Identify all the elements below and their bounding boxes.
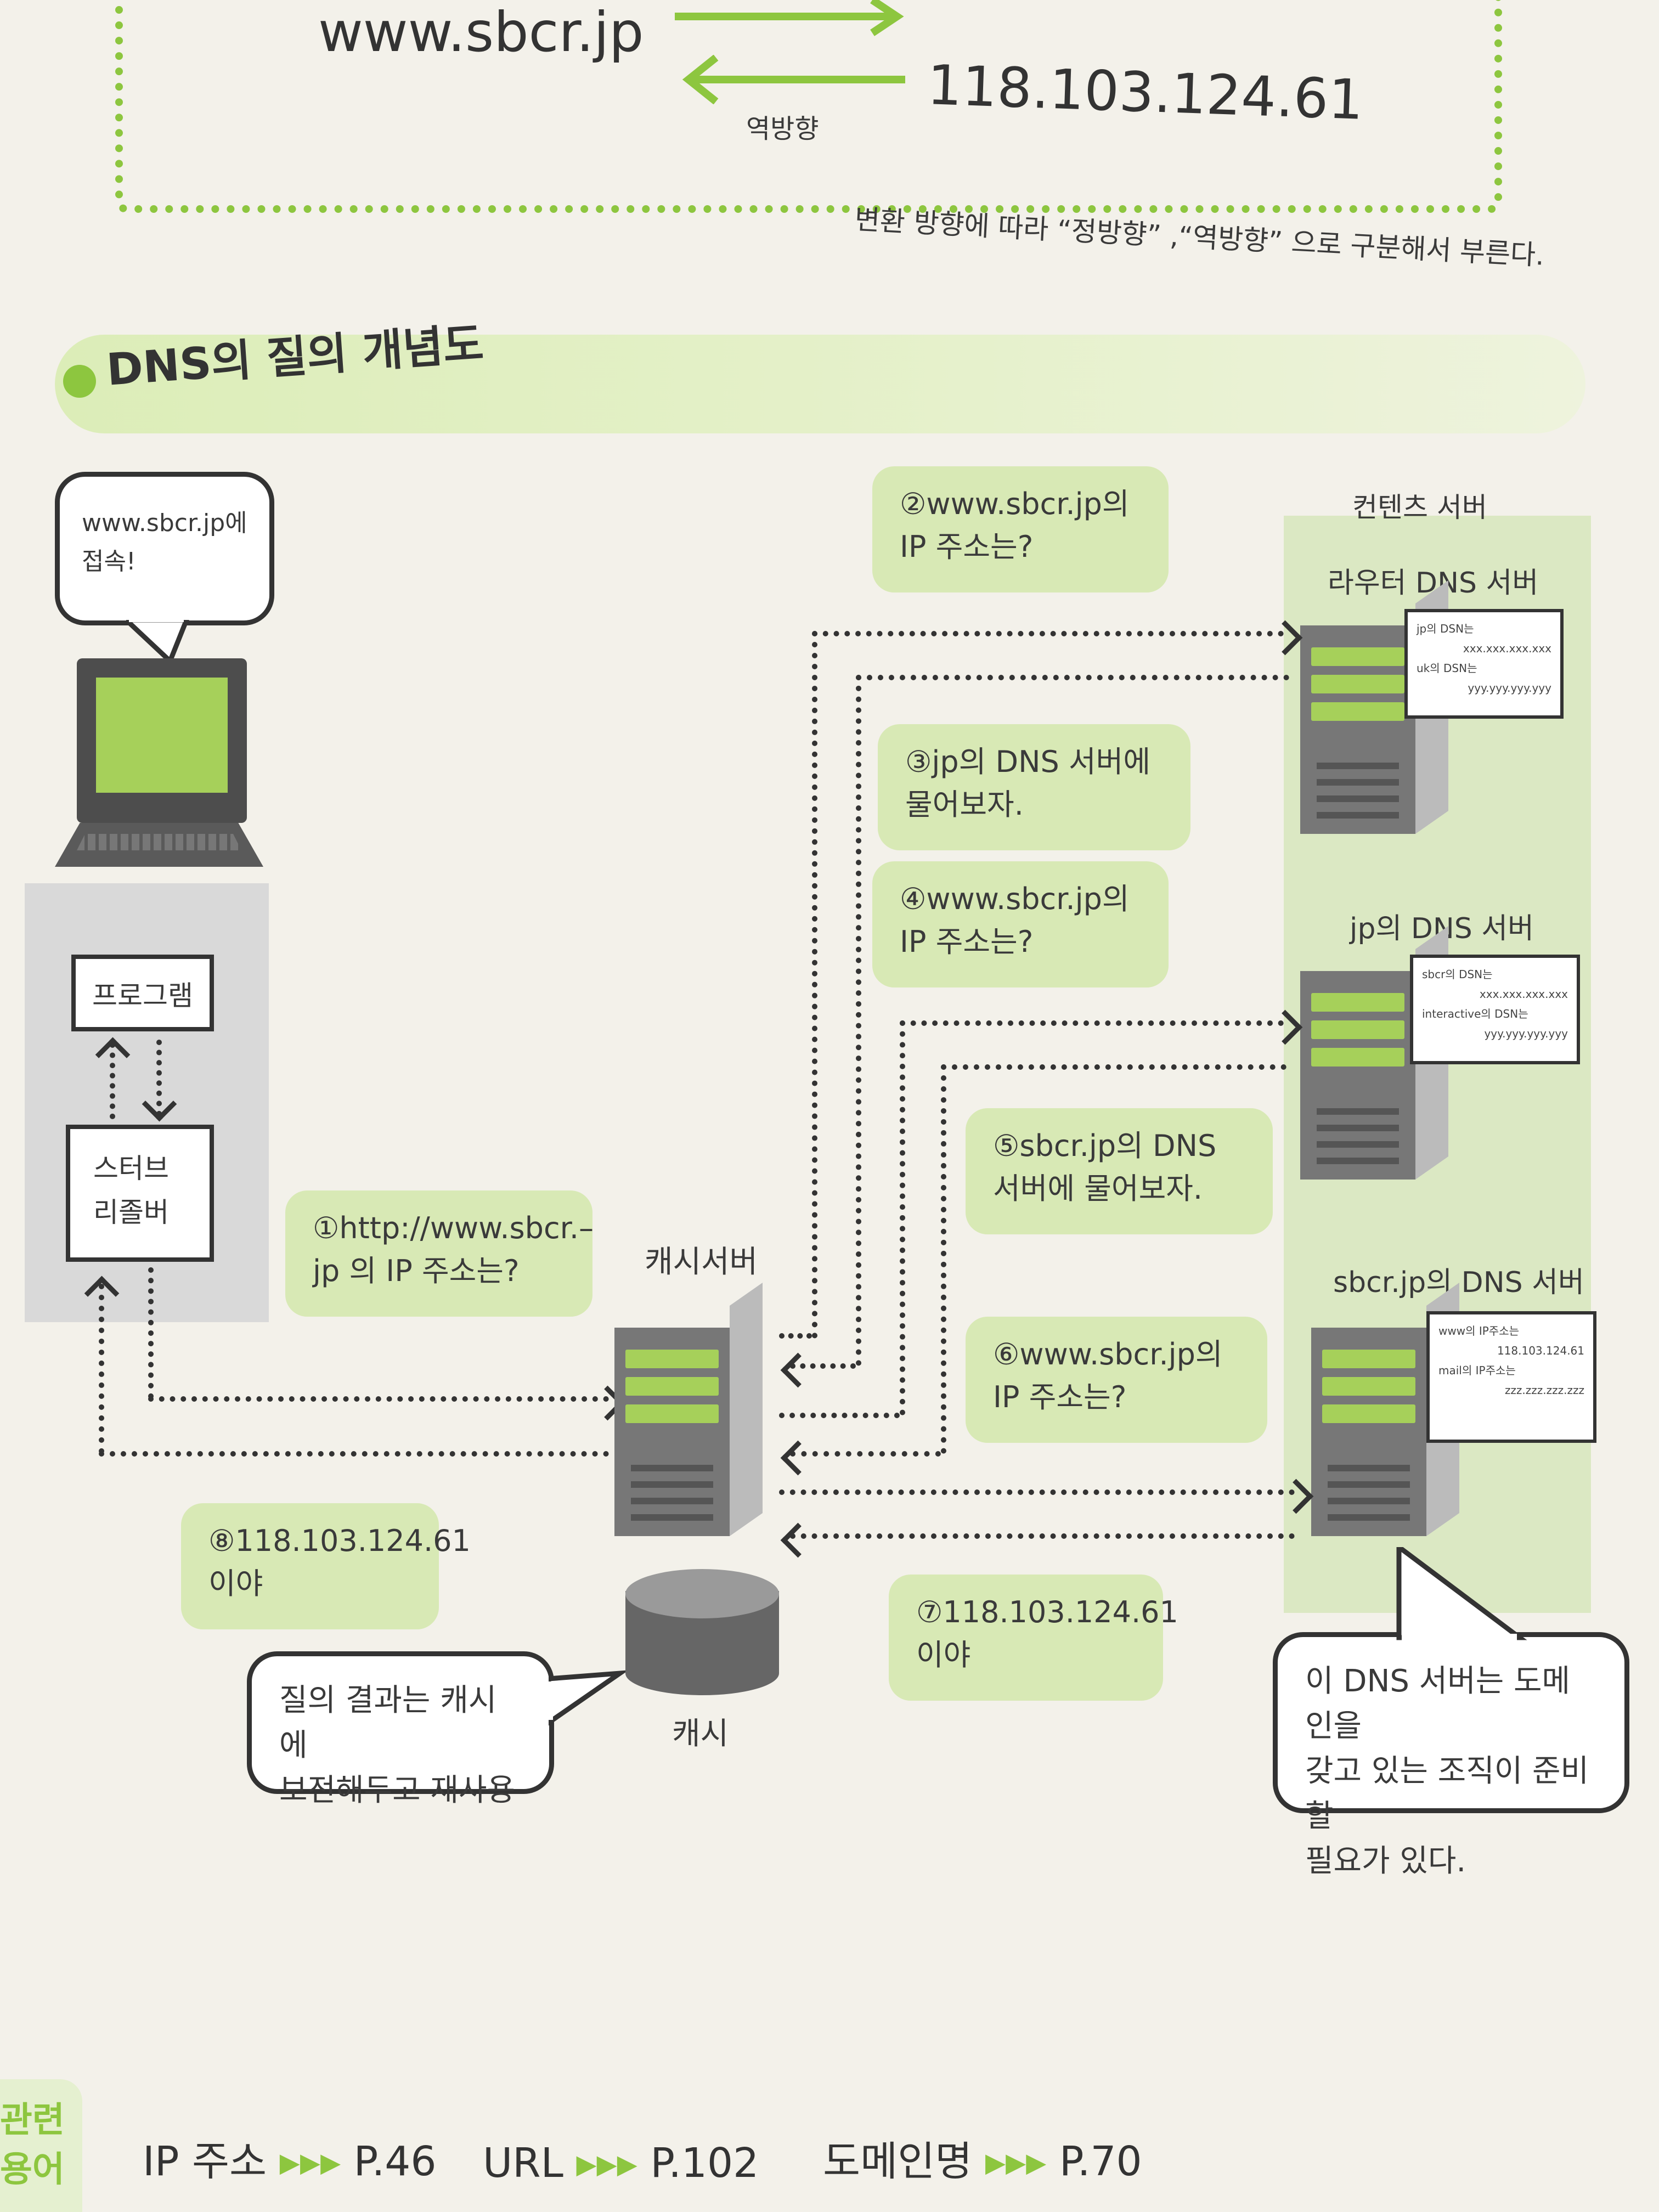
program-to-resolver-line: [156, 1040, 162, 1116]
cache-note-tail: [549, 1670, 625, 1726]
triangle-arrows-icon: ▸▸▸: [576, 2140, 637, 2187]
domain-note: 이 DNS 서버는 도메인을 갖고 있는 조직이 준비할 필요가 있다.: [1273, 1632, 1629, 1879]
footer-link-domain[interactable]: 도메인명 ▸▸▸ P.70: [823, 2138, 1142, 2185]
program-box: [71, 955, 214, 1031]
arrow-left-icon: [780, 1440, 816, 1476]
speech-tail: [126, 620, 189, 664]
line-cache-to-root-c: [812, 631, 1284, 636]
step-2-callout: ②www.sbcr.jp의 IP 주소는?: [872, 466, 1169, 592]
cache-note: 질의 결과는 캐시에 보전해두고 재사용: [247, 1651, 554, 1808]
step-6-callout: ⑥www.sbcr.jp의 IP 주소는?: [966, 1317, 1267, 1443]
line-root-to-cache-b: [856, 675, 861, 1366]
line-sbcr-to-cache: [790, 1533, 1295, 1539]
step-4-callout: ④www.sbcr.jp의 IP 주소는?: [872, 861, 1169, 988]
line-jp-to-cache-b: [941, 1064, 946, 1454]
program-label: 프로그램: [92, 980, 193, 1012]
query-line-vertical: [148, 1267, 154, 1399]
line-root-to-cache-c: [790, 1363, 856, 1369]
line-cache-to-jp-b: [900, 1020, 905, 1415]
line-cache-to-sbcr: [779, 1489, 1295, 1495]
step-5-callout: ⑤sbcr.jp의 DNS 서버에 물어보자.: [966, 1108, 1273, 1234]
client-speech-bubble: www.sbcr.jp에 접속!: [55, 472, 274, 625]
reverse-label: 역방향: [746, 114, 819, 144]
sbcr-dns-server-icon: [1311, 1282, 1459, 1536]
top-domain: www.sbcr.jp: [318, 0, 644, 64]
cache-server-label: 캐시서버: [645, 1244, 758, 1280]
domain-note-tail: [1396, 1547, 1527, 1640]
line-cache-to-jp-c: [900, 1020, 1284, 1026]
related-terms-tab: [0, 2079, 82, 2212]
cache-server-icon: [614, 1282, 763, 1536]
forward-arrow: [675, 0, 904, 36]
resolver-to-program-line: [110, 1042, 115, 1119]
line-jp-to-cache-a: [941, 1064, 1286, 1070]
cache-label: 캐시: [672, 1716, 729, 1752]
line-cache-to-root-b: [812, 631, 817, 1339]
laptop-icon: [55, 658, 263, 878]
cache-database-icon: [625, 1569, 779, 1695]
resolver-box: [66, 1125, 214, 1262]
root-dns-server-icon: [1300, 580, 1448, 834]
line-jp-to-cache-c: [790, 1451, 941, 1457]
footer-link-ip[interactable]: IP 주소 ▸▸▸ P.46: [143, 2138, 437, 2185]
line-root-to-cache-a: [856, 675, 1289, 680]
footer-link-url[interactable]: URL ▸▸▸ P.102: [483, 2140, 759, 2187]
resolver-label: 스터브 리졸버: [93, 1153, 169, 1228]
arrow-left-icon: [780, 1522, 816, 1558]
answer-line-vertical: [99, 1284, 104, 1454]
query-line-horizontal: [148, 1396, 609, 1402]
step-8-callout: ⑧118.103.124.61 이야: [181, 1503, 471, 1629]
line-cache-to-jp-a: [779, 1413, 900, 1418]
reverse-arrow: [682, 55, 905, 104]
arrow-left-icon: [780, 1352, 816, 1388]
triangle-arrows-icon: ▸▸▸: [985, 2138, 1047, 2185]
conversion-box: [115, 0, 1502, 213]
heading-band: [55, 335, 1585, 433]
triangle-arrows-icon: ▸▸▸: [279, 2138, 341, 2185]
step-3-callout: ③jp의 DNS 서버에 물어보자.: [878, 724, 1190, 850]
step-7-callout: ⑦118.103.124.61 이야: [889, 1575, 1178, 1701]
content-servers-title: 컨텐츠 서버: [1352, 492, 1487, 523]
line-cache-to-root-a: [779, 1333, 812, 1339]
jp-dns-server-icon: [1300, 926, 1448, 1180]
related-terms-label: 관련 용어: [0, 2100, 65, 2190]
answer-line-horizontal: [99, 1451, 609, 1457]
step-1-callout: ①http://www.sbcr.– jp 의 IP 주소는?: [285, 1190, 594, 1317]
heading-bullet: [63, 365, 96, 398]
